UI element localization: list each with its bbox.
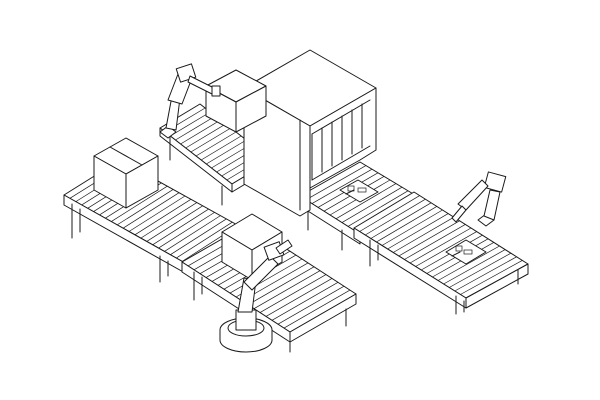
roller	[111, 185, 168, 222]
roller	[398, 220, 460, 257]
parcel-right	[445, 239, 487, 265]
scanner-tunnel	[243, 49, 377, 217]
roller	[152, 208, 209, 246]
roller	[195, 131, 237, 157]
roller	[341, 186, 403, 223]
roller	[365, 198, 426, 236]
roller	[180, 119, 221, 145]
roller	[140, 202, 198, 239]
roller	[277, 285, 345, 325]
roller	[404, 224, 466, 260]
roller	[409, 227, 472, 264]
roller	[175, 115, 216, 141]
robot-arm-front	[219, 239, 293, 353]
roller	[146, 205, 203, 242]
roller	[370, 202, 432, 239]
roller	[164, 215, 221, 252]
roller	[449, 252, 512, 288]
roller	[116, 189, 174, 226]
roller	[253, 270, 321, 309]
parcel-near-tunnel	[339, 179, 379, 203]
roller	[454, 256, 517, 292]
roller	[176, 221, 233, 259]
roller	[335, 183, 397, 220]
roller	[170, 111, 211, 137]
roller	[283, 289, 351, 329]
roller	[122, 192, 180, 229]
roller	[271, 282, 339, 321]
roller	[190, 127, 232, 153]
roller	[158, 212, 215, 249]
roller	[170, 218, 227, 256]
roller	[460, 260, 523, 295]
roller	[376, 206, 437, 243]
roller	[387, 213, 449, 250]
robot-arm-back	[159, 63, 221, 139]
roller	[305, 165, 367, 201]
roller	[185, 123, 226, 149]
roller	[134, 198, 192, 236]
roller	[206, 139, 247, 165]
roller	[128, 195, 186, 232]
roller	[443, 249, 506, 285]
roller	[359, 195, 420, 232]
roller	[437, 245, 500, 281]
robot-arm-right	[451, 171, 507, 227]
roller	[311, 168, 373, 204]
roller	[381, 209, 443, 246]
roller	[347, 190, 409, 227]
roller	[393, 216, 455, 253]
roller	[259, 274, 327, 313]
roller	[200, 135, 242, 161]
box-left	[93, 137, 159, 209]
roller	[247, 266, 315, 306]
roller	[265, 278, 333, 317]
box-back	[205, 69, 267, 133]
roller	[415, 231, 477, 267]
right-conveyor	[353, 191, 529, 315]
